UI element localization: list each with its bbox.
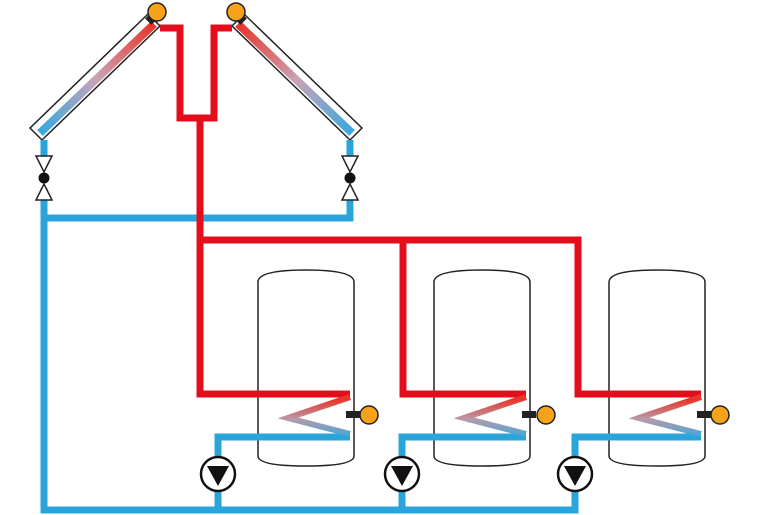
check-valve-icon [34, 155, 54, 201]
hot-flow-pipes [160, 24, 701, 398]
tank-3-sensor [697, 405, 730, 425]
check-valve-icon [340, 155, 360, 201]
tank-2-coil [453, 394, 527, 437]
circulation-pump-icon [199, 455, 237, 493]
hot-pipe-tank-2 [399, 240, 526, 398]
tank-3-coil [628, 394, 702, 437]
hot-pipe-left-collector [160, 24, 200, 122]
cold-return-pipes [40, 140, 701, 514]
cold-pipe-collector-link [44, 196, 354, 222]
collector-left [28, 2, 167, 142]
circulation-pump-icon [556, 455, 594, 493]
circulation-pump-icon [383, 455, 421, 493]
collector-left-absorber [37, 21, 157, 136]
hot-pipe-trunk [196, 118, 350, 398]
tank-1-sensor [346, 405, 379, 425]
collector-right-absorber [235, 21, 355, 136]
hot-pipe-right-collector [200, 24, 232, 122]
temperature-sensor-icon [147, 2, 167, 22]
tank-1-coil [277, 394, 351, 437]
temperature-sensor-icon [226, 2, 246, 22]
temperature-sensor-icon [359, 405, 379, 425]
temperature-sensor-icon [536, 405, 556, 425]
collector-right [226, 2, 364, 142]
temperature-sensor-icon [710, 405, 730, 425]
tank-2-sensor [522, 405, 556, 425]
hot-pipe-header [200, 236, 701, 398]
